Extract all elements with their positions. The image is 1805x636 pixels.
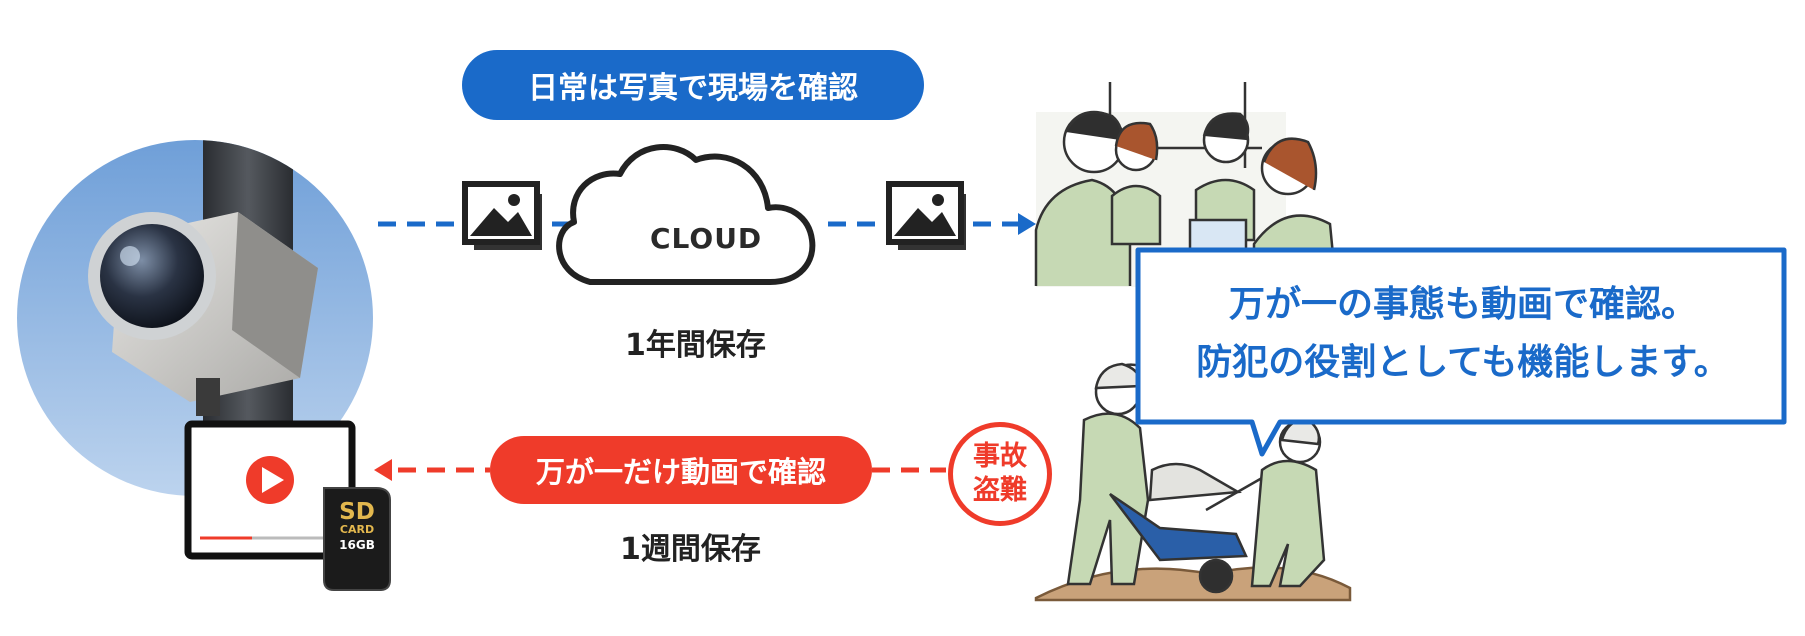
photo-icon	[462, 181, 542, 250]
retention-one-week: 1週間保存	[620, 532, 761, 567]
cloud-icon	[556, 144, 816, 285]
callout-text: 万が一の事態も動画で確認。 防犯の役割としても機能します。	[1138, 276, 1788, 392]
sd-card-sub: CARD	[339, 523, 375, 537]
workers-illustration	[1034, 362, 1352, 602]
incident-badge: 事故 盗難	[948, 422, 1052, 526]
daily-photo-pill: 日常は写真で現場を確認	[462, 50, 924, 120]
emergency-video-pill: 万が一だけ動画で確認	[490, 436, 872, 504]
sd-card-type: SD	[339, 499, 375, 525]
daily-photo-label: 日常は写真で現場を確認	[528, 71, 858, 106]
incident-badge-line2: 盗難	[973, 475, 1027, 506]
sd-card-label: SD CARD 16GB	[329, 500, 385, 551]
people-meeting	[1034, 82, 1338, 288]
callout-line2: 防犯の役割としても機能します。	[1196, 342, 1730, 383]
incident-badge-line1: 事故	[973, 441, 1027, 473]
cloud-label: CLOUD	[650, 222, 763, 255]
camera-photo	[17, 140, 373, 496]
callout-line1: 万が一の事態も動画で確認。	[1228, 284, 1697, 325]
sd-card-capacity: 16GB	[339, 537, 375, 552]
sd-card-icon	[323, 487, 391, 591]
emergency-video-label: 万が一だけ動画で確認	[535, 455, 826, 489]
retention-one-year: 1年間保存	[625, 328, 766, 363]
top-flow-arrow-icon	[1018, 213, 1036, 235]
callout-bubble	[1135, 247, 1787, 457]
photo-icon	[886, 181, 966, 250]
bottom-flow-arrow-icon	[374, 459, 392, 481]
